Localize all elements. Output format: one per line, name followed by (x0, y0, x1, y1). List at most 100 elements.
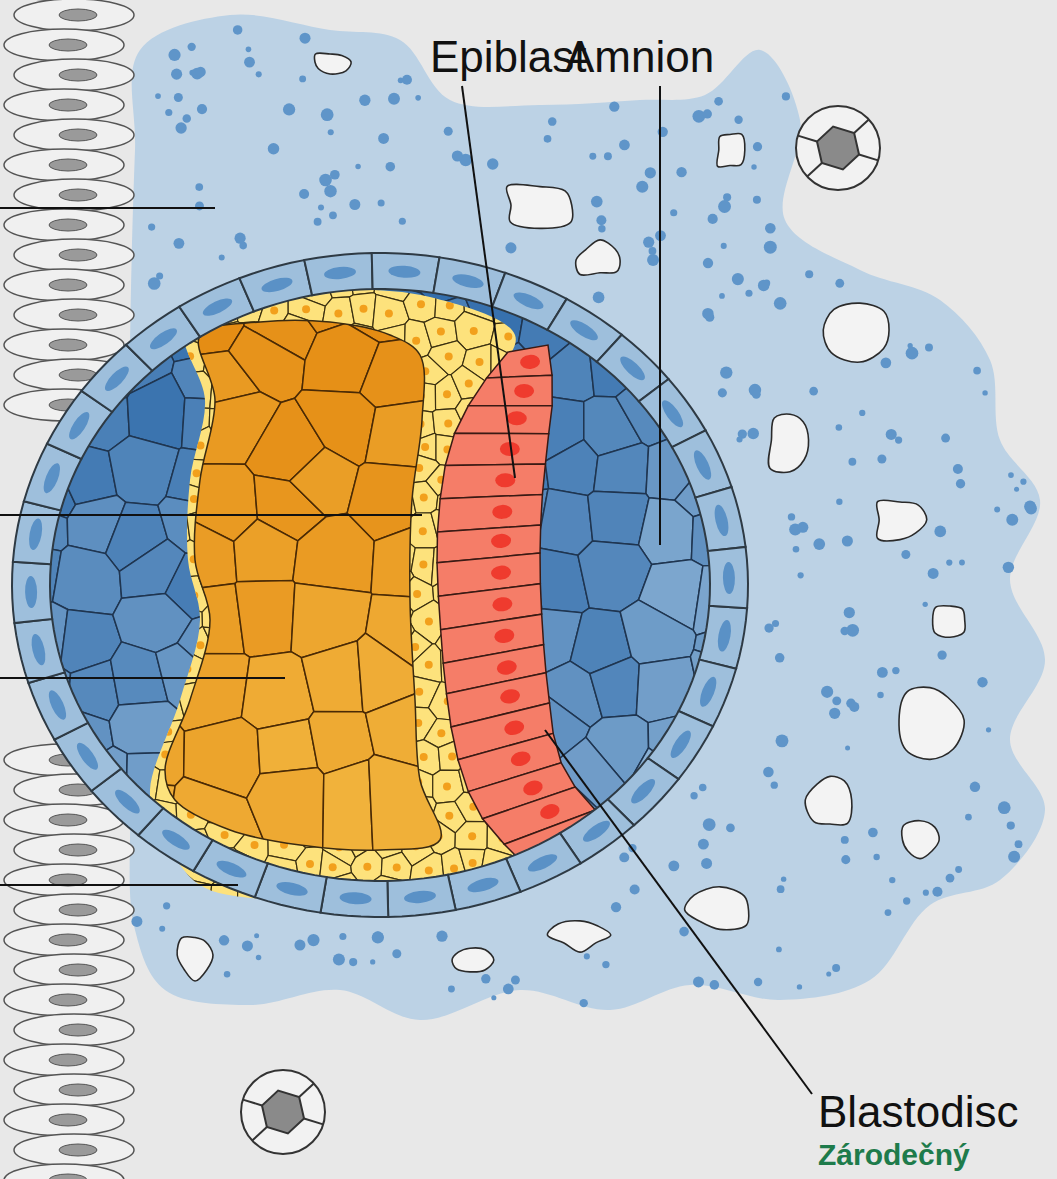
lacuna (933, 606, 966, 638)
cytotrophoblast-nucleus (25, 576, 38, 608)
nucleus-dot (941, 434, 950, 443)
leader-lines (0, 86, 812, 1094)
hypoblast-cell-nucleus (443, 782, 451, 790)
cell-divider (859, 155, 878, 161)
epiblast-nucleus (503, 719, 526, 738)
hypoblast-cell-nucleus (334, 310, 342, 318)
lacuna (805, 776, 852, 825)
interior-cell (694, 804, 782, 868)
hypoblast-cell (112, 467, 160, 498)
lacuna (823, 303, 889, 362)
epithelial-cell (4, 1104, 124, 1136)
epithelial-nucleus (59, 844, 97, 856)
nucleus-dot (448, 986, 455, 993)
hypoblast-cell-nucleus (417, 300, 425, 308)
exocoelom-outline (165, 320, 441, 850)
nucleus-dot (877, 667, 888, 678)
hypoblast-cell (112, 877, 166, 938)
hypoblast-cell-nucleus (186, 910, 194, 918)
epithelial-cell (4, 269, 124, 301)
nucleus-dot (937, 650, 946, 659)
nucleus-dot (793, 546, 800, 553)
interior-cell (116, 218, 194, 289)
hypoblast-cell (112, 853, 151, 894)
hypoblast-cell (143, 379, 176, 418)
epithelial-nucleus (59, 129, 97, 141)
cytotrophoblast-nucleus (275, 879, 309, 898)
hypoblast-cell-nucleus (167, 495, 175, 503)
hypoblast-cell-nucleus (183, 665, 191, 673)
interior-cell (53, 545, 122, 614)
hypoblast-cell-nucleus (425, 618, 433, 626)
nucleus-dot (318, 204, 324, 210)
nucleus-dot (175, 122, 186, 133)
nucleus-dot (321, 108, 334, 121)
interior-cell (639, 498, 694, 565)
epithelial-nucleus (59, 1144, 97, 1156)
cytotrophoblast-nucleus (667, 728, 695, 761)
nucleus-dot (402, 75, 412, 85)
hypoblast-cell (112, 685, 149, 724)
nucleus-dot (703, 818, 716, 831)
epithelial-cell (14, 119, 134, 151)
nucleus-dot (294, 940, 305, 951)
epithelial-cell (4, 209, 124, 241)
lacuna (452, 948, 494, 972)
cell-divider (798, 136, 817, 142)
nucleus-dot (359, 95, 370, 106)
interior-cell (91, 876, 189, 952)
leader-line (0, 207, 215, 209)
interior-cell (0, 821, 62, 877)
hypoblast-cell-nucleus (157, 620, 165, 628)
nucleus-dot (182, 114, 191, 123)
hypoblast-cell (147, 683, 184, 723)
hypoblast-cell-nucleus (497, 910, 505, 918)
lacuna (314, 53, 351, 74)
nucleus-dot (355, 164, 360, 169)
epithelial-nucleus (49, 219, 87, 231)
cytotrophoblast-nucleus (697, 675, 720, 709)
cell-core (817, 127, 859, 170)
hypoblast-cell-nucleus (135, 907, 143, 915)
cytotrophoblast-nucleus (567, 317, 600, 344)
nucleus-dot (702, 308, 713, 319)
interior-cell (620, 600, 696, 664)
nucleus-dot (906, 347, 919, 360)
cell-divider (243, 1100, 262, 1106)
hypoblast-cell-nucleus (543, 271, 551, 279)
hypoblast-cell-nucleus (132, 612, 140, 620)
exocoelom-cell (235, 581, 295, 658)
nucleus-dot (333, 953, 345, 965)
leader-line (0, 677, 285, 679)
nucleus-dot (832, 964, 840, 972)
hypoblast-cell-nucleus (446, 301, 454, 309)
cytotrophoblast-nucleus (323, 265, 356, 280)
hypoblast-cell-nucleus (270, 306, 278, 314)
hypoblast-cell-nucleus (164, 728, 172, 736)
hypoblast-cell (159, 394, 192, 432)
text-label: Amnion (565, 35, 714, 79)
nucleus-dot (776, 734, 789, 747)
epithelial-cell (14, 1074, 134, 1106)
hypoblast-cell-nucleus (127, 528, 135, 536)
hypoblast-cell-nucleus (124, 866, 132, 874)
hypoblast-cell-nucleus (363, 863, 371, 871)
epithelial-nucleus (59, 904, 97, 916)
hypoblast-cell-nucleus (138, 507, 146, 515)
nucleus-dot (754, 978, 762, 986)
hypoblast-cell (112, 597, 166, 632)
hypoblast-cell (112, 716, 155, 740)
epiblast (437, 345, 620, 868)
epithelial-nucleus (49, 814, 87, 826)
epithelial-nucleus (49, 159, 87, 171)
hypoblast-cell (155, 484, 182, 514)
nucleus-dot (718, 200, 731, 213)
nucleus-dot (881, 358, 892, 369)
epithelial-cell (4, 1164, 124, 1179)
cytotrophoblast-nucleus (45, 688, 69, 722)
hypoblast-cell-nucleus (170, 636, 178, 644)
hypoblast-cell-nucleus (193, 469, 201, 477)
epiblast-nucleus (493, 627, 515, 644)
hypoblast-cell-nucleus (415, 688, 423, 696)
nucleus-dot (829, 708, 840, 719)
